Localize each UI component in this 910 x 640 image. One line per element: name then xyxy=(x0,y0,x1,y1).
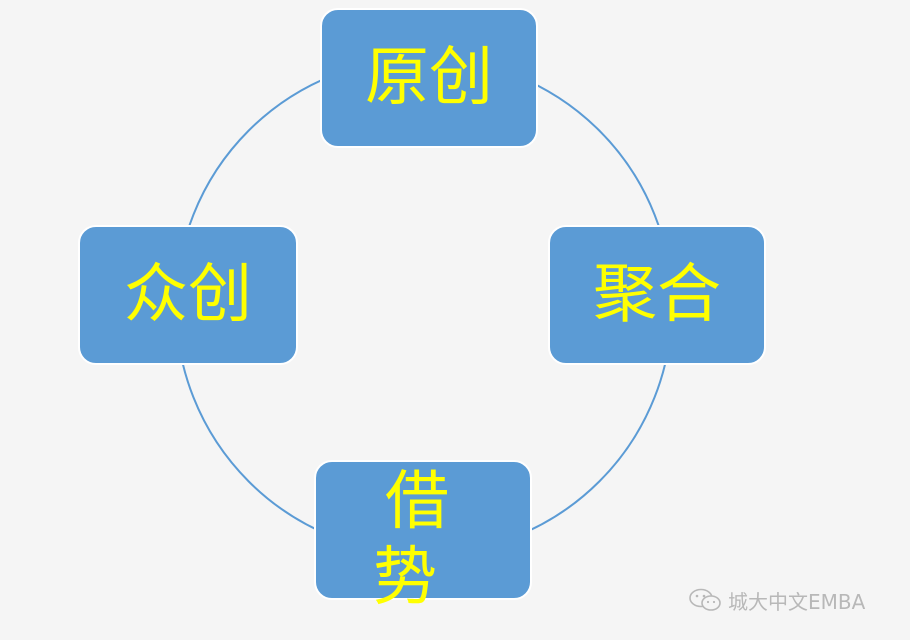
watermark-text: 城大中文EMBA xyxy=(728,589,866,614)
node-leverage: 借 势 xyxy=(314,460,532,610)
node-leverage-label: 借 势 xyxy=(373,465,449,622)
node-crowd-creation: 众创 xyxy=(78,225,298,365)
wechat-icon xyxy=(689,588,721,611)
node-aggregate-label: 聚合 xyxy=(593,258,721,332)
watermark: 城大中文EMBA xyxy=(688,585,865,615)
node-leverage-label-line2: 势 xyxy=(373,541,437,615)
node-aggregate: 聚合 xyxy=(548,225,766,365)
node-original-label: 原创 xyxy=(365,41,493,115)
node-leverage-label-line1: 借 xyxy=(385,465,449,539)
node-crowd-creation-label: 众创 xyxy=(124,258,252,332)
node-original: 原创 xyxy=(320,8,538,148)
